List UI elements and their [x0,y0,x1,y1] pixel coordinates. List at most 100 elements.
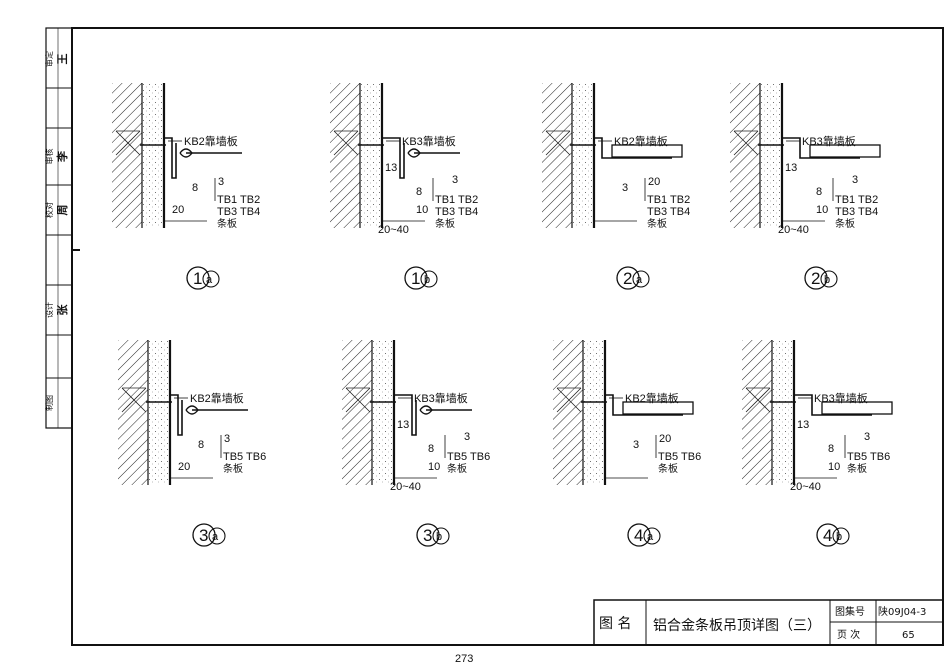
anchor-cross [745,387,771,413]
dimension-8: 8 [428,443,434,455]
dimension-3: 3 [852,174,858,186]
detail-mark-subcircle [832,527,850,545]
strip-board-label: 条板 [435,217,455,230]
strip-board-label: TB1 TB2 [435,194,478,206]
wall-hatch [542,83,572,228]
detail-mark-circle [816,523,840,547]
detail-mark-letter: a [636,274,643,286]
strip-board-label: 条板 [847,462,867,475]
atlas-number-label: 图集号 [835,605,865,618]
strip-board-label: TB5 TB6 [658,451,701,463]
detail-mark-number: 4 [634,526,643,545]
dimension-3: 3 [224,433,230,445]
page-number: 65 [902,630,915,641]
strip-board-label: TB1 TB2 [217,194,260,206]
wall-plaster [772,340,794,485]
dimension-8: 8 [416,186,422,198]
anchor-cross [345,387,371,413]
wall-hatch [330,83,360,228]
signature-name: 周 [56,205,69,216]
strip-board-label: 条板 [217,217,237,230]
strip-board-label: 条板 [835,217,855,230]
wall-board-profile [170,394,183,436]
wall-hatch [742,340,772,485]
wall-hatch [730,83,760,228]
detail-mark-letter: a [212,531,219,543]
signature-role: 设计 [44,302,54,318]
signature-role: 制图 [44,395,54,411]
wall-hatch [342,340,372,485]
signature-name: 李 [55,150,69,163]
strip-board-label: TB3 TB4 [835,206,878,218]
strip-board [809,144,881,158]
dimension-3: 3 [452,174,458,186]
drawing-title: 铝合金条板吊顶详图（三） [653,617,821,634]
detail-mark-number: 1 [411,269,420,288]
dimension-3: 3 [218,176,224,188]
signature-name: 张 [55,304,69,316]
wall-hatch [118,340,148,485]
dimension-8: 8 [828,443,834,455]
wall-board-profile [794,394,872,416]
detail-mark-subcircle [643,527,661,545]
detail-mark-subcircle [632,270,650,288]
wall-board-profile [605,394,683,416]
detail-mark-letter: b [424,274,430,286]
dimension-20: 20 [178,461,190,473]
strip-board-label: 条板 [447,462,467,475]
wall-plaster [360,83,382,228]
dimension-20: 20 [659,433,671,445]
dimension-3: 3 [864,431,870,443]
dimension-8: 8 [192,182,198,194]
wall-board-profile [394,394,417,436]
figure-name-label: 图 名 [599,616,631,632]
detail-mark-circle [616,266,640,290]
page-label: 页 次 [837,628,860,641]
dimension-20~40: 20~40 [778,224,809,236]
wall-plaster [148,340,170,485]
strip-board-label: TB5 TB6 [223,451,266,463]
wall-board-profile [782,137,860,159]
wall-hatch [553,340,583,485]
detail-mark-subcircle [432,527,450,545]
detail-mark-circle [416,523,440,547]
wall-board-label: KB2靠墙板 [614,134,668,148]
dimension-13: 13 [797,419,809,431]
dimension-20: 20 [172,204,184,216]
strip-board [622,401,694,415]
anchor-cross [333,130,359,156]
detail-mark-number: 1 [193,269,202,288]
dimension-8: 8 [198,439,204,451]
dimension-20~40: 20~40 [390,481,421,493]
wall-board-label: KB3靠墙板 [814,391,868,405]
strip-board-label: 条板 [658,462,678,475]
title-block: 图 名 铝合金条板吊顶详图（三） 图集号 陕09J04-3 页 次 65 [593,599,944,646]
wall-board-label: KB2靠墙板 [190,391,244,405]
wall-board-profile [382,137,405,179]
strip-board-label: 条板 [647,217,667,230]
wall-plaster [572,83,594,228]
anchor-cross [545,130,571,156]
wall-board-label: KB3靠墙板 [414,391,468,405]
detail-mark-subcircle [420,270,438,288]
wall-board-profile [164,137,177,179]
detail-mark-letter: b [824,274,830,286]
atlas-number: 陕09J04-3 [878,605,926,618]
detail-mark-subcircle [208,527,226,545]
detail-mark-circle [627,523,651,547]
detail-mark-number: 3 [199,526,208,545]
dimension-3: 3 [464,431,470,443]
signature-name: 王 [56,54,69,65]
signature-role: 审定 [44,51,54,67]
dimension-13: 13 [385,162,397,174]
detail-mark-letter: a [647,531,654,543]
dimension-10: 10 [428,461,440,473]
anchor-cross [556,387,582,413]
dimension-13: 13 [785,162,797,174]
